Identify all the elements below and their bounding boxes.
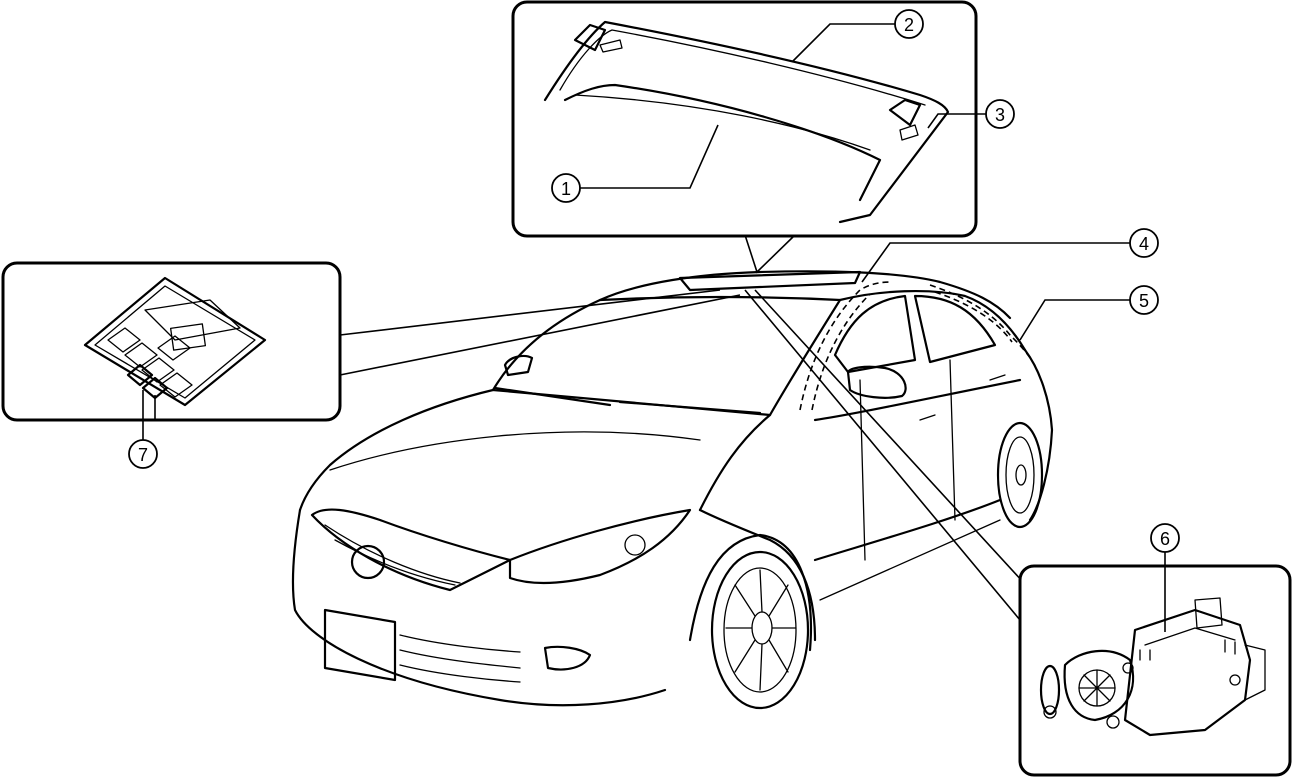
callout-1: 1 — [551, 173, 581, 203]
callout-2: 2 — [894, 9, 924, 39]
car-illustration — [291, 270, 1054, 710]
top-detail-pointer — [744, 234, 796, 274]
sunroof-motor-detail-box — [1018, 564, 1292, 777]
callout-4: 4 — [1129, 228, 1159, 258]
callout-4-label: 4 — [1139, 234, 1149, 254]
callout-7-label: 7 — [138, 445, 148, 465]
front-wheel-spokes — [725, 569, 797, 691]
callout-6-label: 6 — [1160, 529, 1170, 549]
sunroof-glass-detail-box — [511, 0, 978, 238]
left-detail-pointer — [339, 289, 741, 376]
callout-7: 7 — [128, 439, 158, 469]
right-detail-pointer — [744, 289, 1036, 621]
callout-2-label: 2 — [904, 15, 914, 35]
sunroof-switch-detail-box — [1, 261, 342, 422]
callout-5: 5 — [1129, 285, 1159, 315]
callout-3: 3 — [985, 99, 1015, 129]
callout-5-label: 5 — [1139, 291, 1149, 311]
callout-6: 6 — [1150, 523, 1180, 553]
callout-leaders — [142, 23, 1166, 632]
callout-1-label: 1 — [561, 179, 571, 199]
callout-3-label: 3 — [995, 105, 1005, 125]
